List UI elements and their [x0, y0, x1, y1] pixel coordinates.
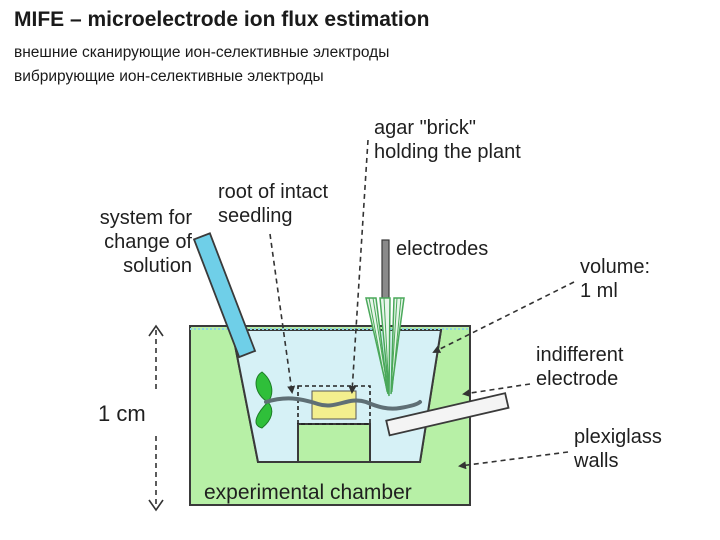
label-solution-system: system for change of solution — [99, 207, 192, 277]
solution-tube — [192, 232, 257, 359]
label-root: root of intact seedling — [218, 181, 329, 227]
electrode-holder — [381, 239, 390, 299]
seedling-root — [264, 396, 422, 411]
subtitle-line-1: внешние сканирующие ион-селективные элек… — [14, 44, 390, 61]
microelectrodes — [365, 297, 405, 397]
label-agar-brick: agar "brick" holding the plant — [374, 117, 521, 163]
label-experimental-chamber: experimental chamber — [204, 481, 412, 504]
scale-arrow-bottom-chevron — [148, 499, 164, 512]
label-indifferent-electrode: indifferent electrode — [536, 344, 624, 390]
agar-base-block — [297, 423, 371, 463]
label-scale: 1 cm — [98, 401, 146, 426]
label-plexiglass-walls: plexiglass walls — [574, 426, 662, 472]
scale-arrow-top-chevron — [148, 324, 164, 337]
seedling-leaf-upper — [255, 371, 273, 403]
page-title: MIFE – microelectrode ion flux estimatio… — [14, 8, 430, 31]
indifferent-electrode — [385, 392, 510, 437]
callout-leaders — [269, 139, 575, 470]
seedling-leaf-lower — [255, 401, 273, 429]
subtitle-line-2: вибрирующие ион-селективные электроды — [14, 68, 324, 85]
label-electrodes: electrodes — [396, 238, 489, 260]
label-volume: volume: 1 ml — [580, 256, 651, 302]
